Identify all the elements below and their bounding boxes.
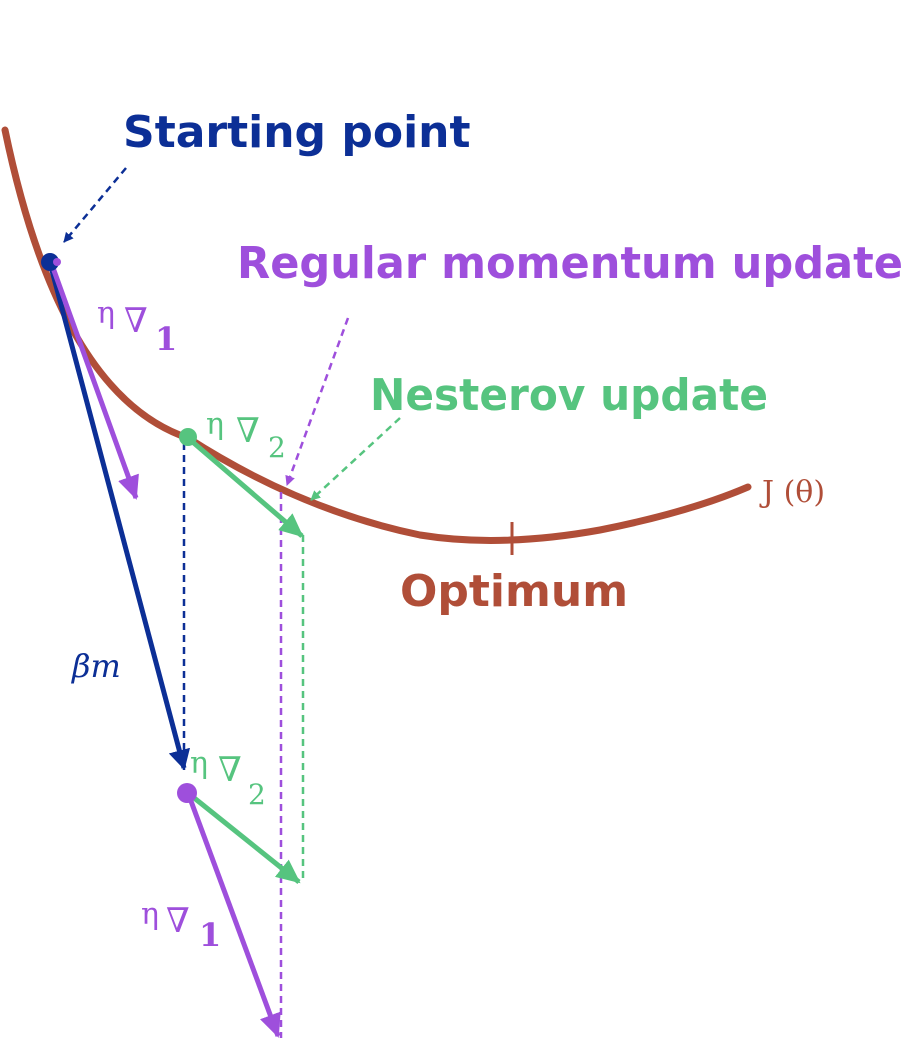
subscript: 2 — [248, 778, 266, 811]
lookahead-point-dot — [177, 783, 197, 803]
subscript: 1 — [199, 916, 221, 954]
optimum-label: Optimum — [400, 566, 628, 617]
nabla-symbol: ∇ — [236, 411, 260, 451]
starting-point-pointer — [63, 167, 127, 243]
eta-symbol: η — [206, 407, 224, 442]
starting-point-label: Starting point — [123, 107, 471, 158]
gradient-1-arrow-top — [49, 264, 139, 500]
nabla-symbol: ∇ — [218, 750, 242, 790]
starting-point-dot — [41, 253, 59, 271]
beta-m-label: βm — [71, 647, 121, 685]
gradient-2-arrow-top — [186, 436, 304, 538]
nesterov-pointer — [310, 417, 401, 501]
curve-point-dot — [179, 428, 197, 446]
eta-grad-2-label-top: η ∇ 2 — [206, 407, 286, 464]
nabla-symbol: ∇ — [166, 901, 190, 941]
eta-symbol: η — [97, 296, 115, 331]
regular-momentum-label: Regular momentum update — [237, 238, 903, 289]
subscript: 2 — [268, 431, 286, 464]
gradient-2-arrow-bottom — [186, 791, 301, 884]
eta-symbol: η — [190, 746, 208, 781]
cost-function-curve — [1, 126, 752, 544]
eta-grad-1-label-top: η ∇ 1 — [97, 296, 177, 358]
eta-grad-1-label-bottom: η ∇ 1 — [141, 897, 221, 954]
subscript: 1 — [155, 320, 177, 358]
momentum-step-arrow — [47, 262, 191, 770]
eta-grad-2-label-bottom: η ∇ 2 — [190, 746, 266, 811]
gradient-1-arrow-bottom — [185, 792, 281, 1038]
starting-point-dot-edge — [53, 258, 61, 266]
eta-symbol: η — [141, 897, 159, 932]
cost-function-label: J (θ) — [759, 475, 825, 510]
nesterov-label: Nesterov update — [370, 370, 768, 421]
regular-momentum-pointer — [285, 317, 350, 486]
nabla-symbol: ∇ — [124, 301, 148, 341]
